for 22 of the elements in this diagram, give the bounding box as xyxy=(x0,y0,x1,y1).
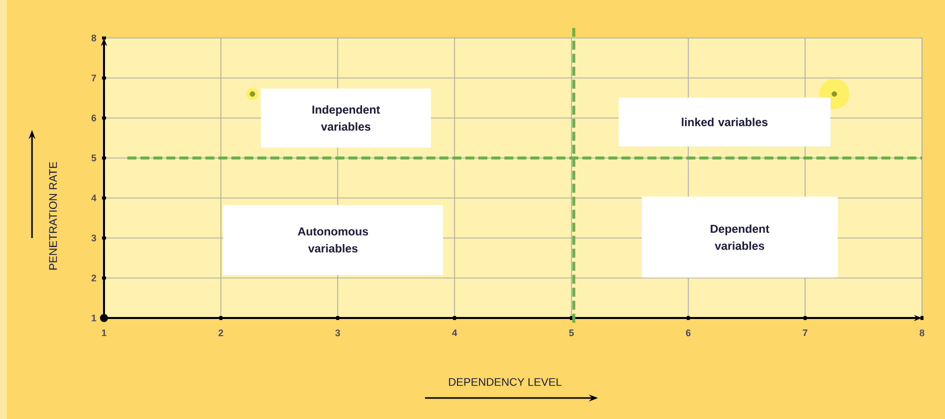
y-tick-label: 7 xyxy=(92,74,96,82)
x-tick-label: 4 xyxy=(452,330,458,336)
x-tick-label: 3 xyxy=(335,330,340,336)
x-tick-label: 8 xyxy=(920,330,924,336)
x-axis-title: DEPENDENCY LEVEL xyxy=(449,378,562,386)
quadrant-label: Independent variables xyxy=(260,88,431,148)
y-tick-label: 6 xyxy=(92,114,96,122)
quadrant-label: linked variables xyxy=(618,98,830,146)
x-tick-label: 7 xyxy=(802,330,808,336)
y-tick-label: 5 xyxy=(91,154,96,162)
y-tick-label: 2 xyxy=(92,274,96,282)
x-tick-label: 6 xyxy=(686,330,691,336)
y-tick-label: 3 xyxy=(91,234,96,242)
y-axis-title: PENETRATION RATE xyxy=(49,162,57,270)
y-tick-label: 4 xyxy=(91,194,96,202)
quadrant-label: Autonomous variables xyxy=(223,204,444,275)
y-tick-label: 1 xyxy=(92,314,96,322)
x-tick-label: 2 xyxy=(218,330,224,336)
quadrant-label: Dependent variables xyxy=(642,196,838,278)
x-tick-label: 5 xyxy=(569,330,574,336)
x-tick-label: 1 xyxy=(102,330,106,336)
y-tick-label: 8 xyxy=(91,34,96,42)
